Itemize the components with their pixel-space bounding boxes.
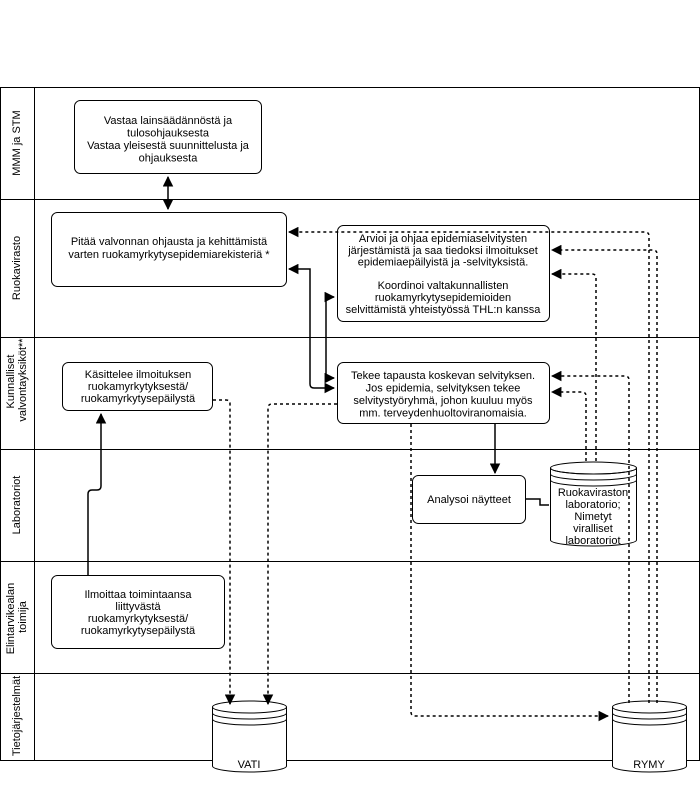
box-ruoka-assess-text-line: Arvioi ja ohjaa epidemiaselvitysten — [359, 233, 527, 245]
lane-label-elintarvike-line1: Elintarvikealan — [5, 583, 17, 655]
arrow-operator-to-kunta — [87, 412, 107, 575]
db-vati-text: VATI — [238, 759, 261, 771]
box-ruoka-assess — [337, 225, 550, 322]
lane-label-ruokavirasto: Ruokavirasto — [11, 236, 23, 300]
process-boxes — [51, 100, 550, 649]
box-kunta-investigate — [337, 362, 550, 424]
lane-label-elintarvike-line2: toimija — [17, 600, 29, 633]
box-ruoka-guidance-text-line: Pitää valvonnan ohjausta ja kehittämistä — [71, 236, 268, 248]
solid-connectors — [87, 175, 549, 575]
box-ruoka-assess-text-line: epidemiaepäilyistä ja -selvityksistä. — [358, 257, 529, 269]
db-lab-text-line: laboratorio; — [565, 499, 620, 511]
box-mmm-task — [74, 100, 262, 174]
lane-label-tietojarjestelmat: Tietojärjestelmät — [11, 676, 23, 756]
db-rymy-text-line: RYMY — [633, 759, 665, 771]
box-operator-report-text-line: ruokamyrkytysepäilystä — [81, 625, 196, 637]
arrow-ruoka-guidance-to-kunta — [287, 263, 336, 394]
box-operator-report-text-line: ruokamyrkytyksestä/ — [88, 613, 189, 625]
box-ruoka-assess-text-line: ruokamyrkytysepidemioiden — [375, 292, 511, 304]
box-kunta-investigate-text-line: selvitystyöryhmä, johon kuuluu myös — [353, 395, 533, 407]
box-kunta-investigate-text-line: Tekee tapausta koskevan selvityksen. — [351, 370, 535, 382]
dash-kunta-to-rymy — [410, 424, 610, 722]
lane-label-kunnalliset: Kunnalliset valvontayksiköt** — [5, 338, 29, 422]
lane-label-laboratoriot: Laboratoriot — [11, 476, 23, 535]
db-rymy — [612, 700, 687, 773]
db-lab-text-line: laboratoriot — [565, 535, 620, 547]
dash-rymy-to-ruoka-guidance — [287, 226, 650, 703]
db-lab-text-line: Nimetyt — [574, 511, 611, 523]
box-kunta-handle — [62, 362, 213, 411]
box-lab-analyze-text-line: Analysoi näytteet — [427, 494, 511, 506]
box-ruoka-assess-text-line: järjestämistä ja saa tiedoksi ilmoitukse… — [347, 245, 538, 257]
db-vati-text-line: VATI — [238, 759, 261, 771]
box-operator-report-text-line: liittyvästä — [115, 601, 161, 613]
box-mmm-task-text-line: Vastaa lainsäädännöstä ja — [104, 115, 233, 127]
lane-label-elintarvike: Elintarvikealan toimija — [5, 580, 29, 655]
swimlane-grid — [0, 87, 700, 761]
db-lab-text-line: viralliset — [573, 523, 613, 535]
box-ruoka-guidance-text-line: varten ruokamyrkytysepidemiarekisteriä * — [68, 249, 270, 261]
lane-label-mmm: MMM ja STM — [11, 110, 23, 175]
box-mmm-task-text-line: ohjauksesta — [139, 153, 199, 165]
dash-labdb-to-kunta — [550, 386, 587, 461]
box-ruoka-assess-text-line: selvittämistä yhteistyössä THL:n kanssa — [346, 304, 542, 316]
dash-kunta-handle-to-vati — [213, 399, 236, 706]
arrow-ruoka-assess-to-kunta — [324, 291, 336, 384]
dash-rymy-to-kunta — [550, 370, 630, 703]
db-rymy-text: RYMY — [633, 759, 665, 771]
dashed-connectors — [213, 226, 658, 722]
box-kunta-investigate-text: Tekee tapausta koskevan selvityksen.Jos … — [351, 370, 535, 420]
box-kunta-investigate-text-line: mm. terveydenhuoltoviranomaisia. — [359, 408, 527, 420]
box-ruoka-assess-text-line: Koordinoi valtakunnallisten — [378, 280, 509, 292]
box-ruoka-guidance-text: Pitää valvonnan ohjausta ja kehittämistä… — [68, 236, 270, 261]
box-mmm-task-text-line: Vastaa yleisestä suunnittelusta ja — [87, 140, 250, 152]
lane-label-kunnalliset-line1: Kunnalliset — [5, 355, 17, 409]
arrow-lab-to-labdb — [526, 498, 549, 506]
box-operator-report — [51, 575, 225, 649]
box-kunta-handle-text-line: ruokamyrkytyksestä/ — [88, 381, 189, 393]
box-operator-report-text-line: Ilmoittaa toimintaansa — [85, 589, 193, 601]
box-kunta-handle-text-line: ruokamyrkytysepäilystä — [81, 393, 196, 405]
dash-labdb-to-ruoka-assess — [550, 268, 597, 461]
dash-kunta-investigate-to-vati — [262, 403, 337, 706]
box-lab-analyze — [412, 475, 526, 524]
lane-label-kunnalliset-line2: valvontayksiköt** — [17, 338, 29, 422]
db-lab-text-line: Ruokaviraston — [558, 487, 628, 499]
box-lab-analyze-text: Analysoi näytteet — [427, 494, 511, 506]
box-kunta-investigate-text-line: Jos epidemia, selvityksen tekee — [366, 383, 521, 395]
db-lab — [550, 461, 637, 547]
box-mmm-task-text-line: tulosohjauksesta — [127, 128, 210, 140]
box-kunta-handle-text-line: Käsittelee ilmoituksen — [85, 369, 191, 381]
dash-rymy-to-ruoka-assess — [550, 244, 658, 703]
box-ruoka-guidance — [51, 212, 287, 287]
